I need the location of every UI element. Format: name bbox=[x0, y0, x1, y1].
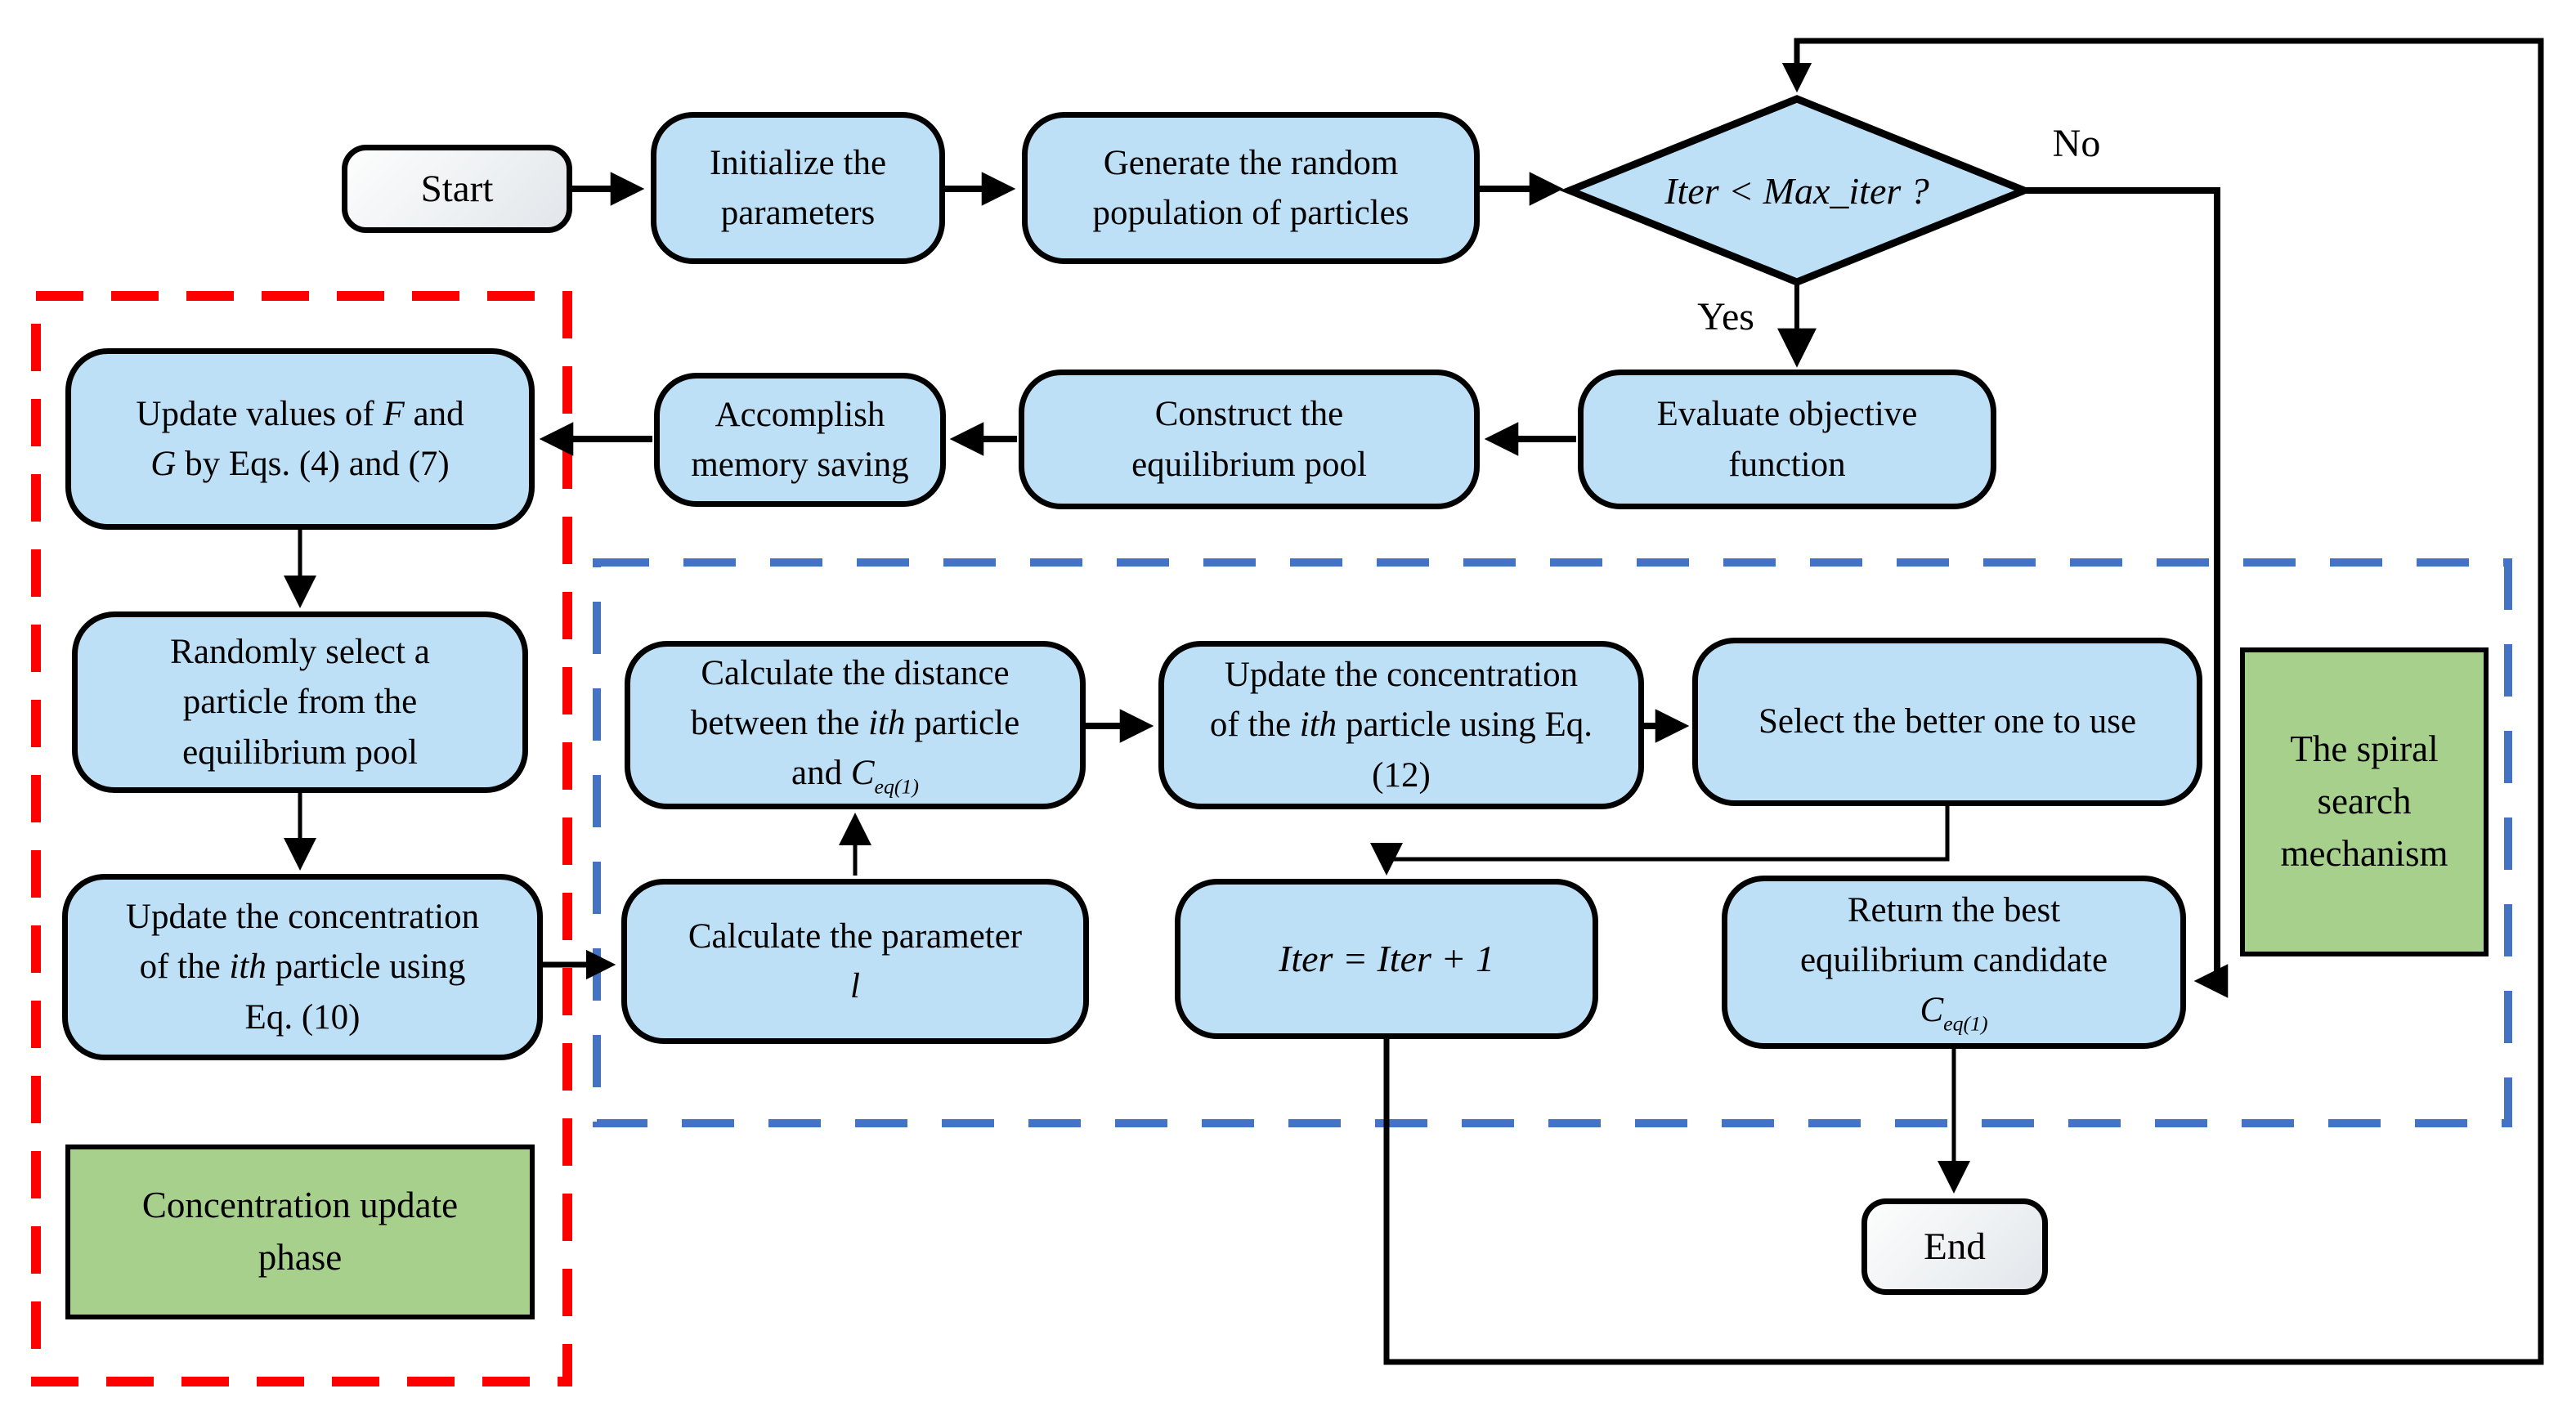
iteration-increment-step: Iter = Iter + 1 bbox=[1175, 879, 1598, 1039]
no-branch-label: No bbox=[2052, 122, 2101, 165]
arrow-no-branch-to-return bbox=[2024, 187, 2229, 998]
yes-branch-label: Yes bbox=[1697, 295, 1754, 338]
iteration-decision: Iter < Max_iter ? bbox=[1664, 169, 1929, 212]
spiral-search-region-outline bbox=[593, 558, 2512, 1127]
start-terminal: Start bbox=[342, 145, 572, 233]
decision-diamond-shape bbox=[1559, 95, 2035, 286]
arrow-loop-back-to-decision bbox=[1383, 38, 2544, 1365]
select-better-step: Select the better one to use bbox=[1692, 638, 2202, 806]
concentration-update-region-outline bbox=[31, 291, 572, 1386]
arrow-selectbetter-to-iter bbox=[1370, 806, 1950, 876]
end-terminal: End bbox=[1861, 1198, 2048, 1295]
